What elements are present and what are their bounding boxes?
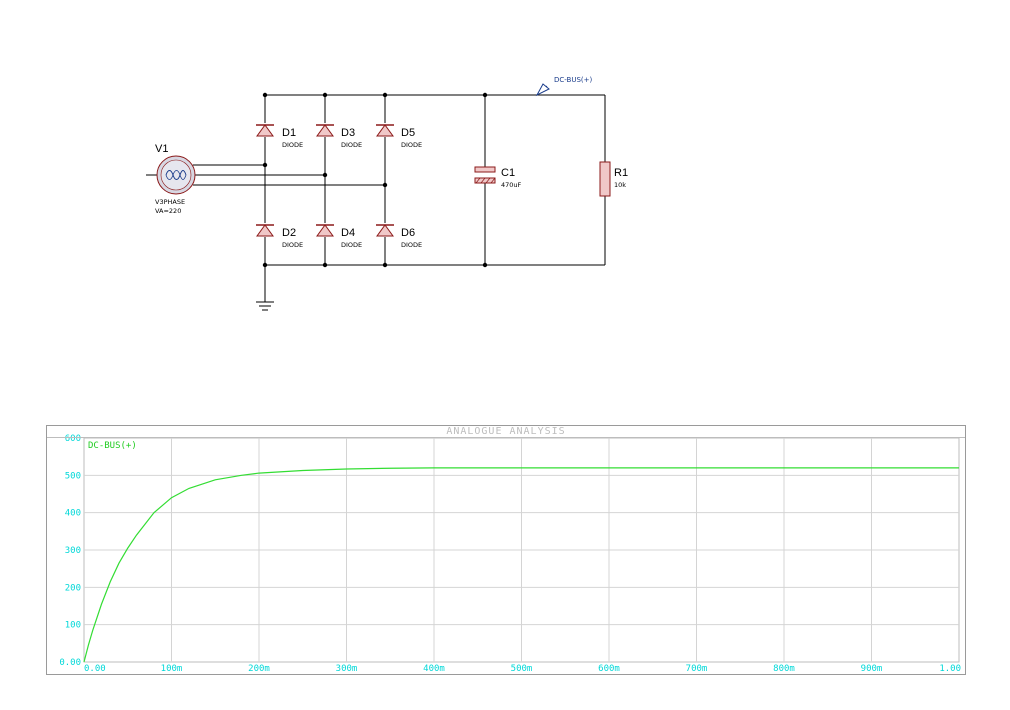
x-tick-label: 100m [161, 664, 183, 674]
series-line-dc-bus [83, 467, 959, 663]
d4-model-label: DIODE [341, 241, 362, 249]
v1-param-label: VA=220 [155, 207, 181, 215]
x-tick-label: 900m [861, 664, 883, 674]
probe-dc-bus[interactable]: DC-BUS(+) [535, 76, 593, 97]
d3-model-label: DIODE [341, 141, 362, 149]
d6-model-label: DIODE [401, 241, 422, 249]
r1-ref-label: R1 [614, 167, 628, 179]
x-tick-label: 700m [686, 664, 708, 674]
y-tick-label: 300 [65, 546, 81, 556]
probe-arrow-icon [535, 83, 550, 97]
diode-d1[interactable] [254, 122, 276, 138]
d2-model-label: DIODE [282, 241, 303, 249]
c1-value-label: 470uF [501, 181, 522, 189]
junctions [262, 92, 488, 268]
v1-ref-label: V1 [155, 143, 168, 155]
y-tick-label: 100 [65, 621, 81, 631]
ground-symbol[interactable] [256, 301, 274, 311]
series-label-dc-bus[interactable]: DC-BUS(+) [88, 441, 137, 451]
y-tick-label: 500 [65, 471, 81, 481]
probe-label: DC-BUS(+) [554, 76, 593, 84]
analogue-analysis-graph[interactable]: 0.00 100m 200m 300m 400m 500m 600m 700m 800m 900m… [46, 425, 966, 675]
d6-ref-label: D6 [401, 227, 415, 239]
diode-d5[interactable] [374, 122, 396, 138]
y-tick-label: 400 [65, 509, 81, 519]
d1-model-label: DIODE [282, 141, 303, 149]
diode-d4[interactable] [314, 222, 336, 238]
d3-ref-label: D3 [341, 127, 355, 139]
resistor-r1[interactable] [599, 161, 611, 197]
x-tick-label: 300m [336, 664, 358, 674]
c1-ref-label: C1 [501, 167, 515, 179]
d5-ref-label: D5 [401, 127, 415, 139]
v1-model-label: V3PHASE [155, 198, 185, 206]
schematic-canvas[interactable]: V1 V3PHASE VA=220 D1 DIODE D3 DIODE D5 D… [0, 0, 1010, 420]
graph-title: ANALOGUE ANALYSIS [47, 426, 965, 438]
x-tick-label: 200m [248, 664, 270, 674]
x-tick-label: 500m [511, 664, 533, 674]
d1-ref-label: D1 [282, 127, 296, 139]
plot-canvas[interactable]: 0.00 100m 200m 300m 400m 500m 600m 700m 800m 900m… [47, 426, 965, 674]
y-tick-label: 200 [65, 583, 81, 593]
d4-ref-label: D4 [341, 227, 355, 239]
y-tick-label: 0.00 [59, 658, 81, 668]
x-tick-label: 600m [598, 664, 620, 674]
capacitor-c1[interactable] [474, 166, 496, 184]
d5-model-label: DIODE [401, 141, 422, 149]
r1-value-label: 10k [614, 181, 626, 189]
y-tick-label: 600 [65, 434, 81, 444]
d2-ref-label: D2 [282, 227, 296, 239]
diode-d2[interactable] [254, 222, 276, 238]
x-tick-label: 400m [423, 664, 445, 674]
sine-icon [165, 170, 187, 180]
v1-source[interactable]: V1 V3PHASE VA=220 [155, 143, 196, 215]
diode-d6[interactable] [374, 222, 396, 238]
x-tick-label: 1.00 [939, 664, 961, 674]
x-tick-label: 0.00 [84, 664, 106, 674]
diode-d3[interactable] [314, 122, 336, 138]
x-tick-label: 800m [773, 664, 795, 674]
